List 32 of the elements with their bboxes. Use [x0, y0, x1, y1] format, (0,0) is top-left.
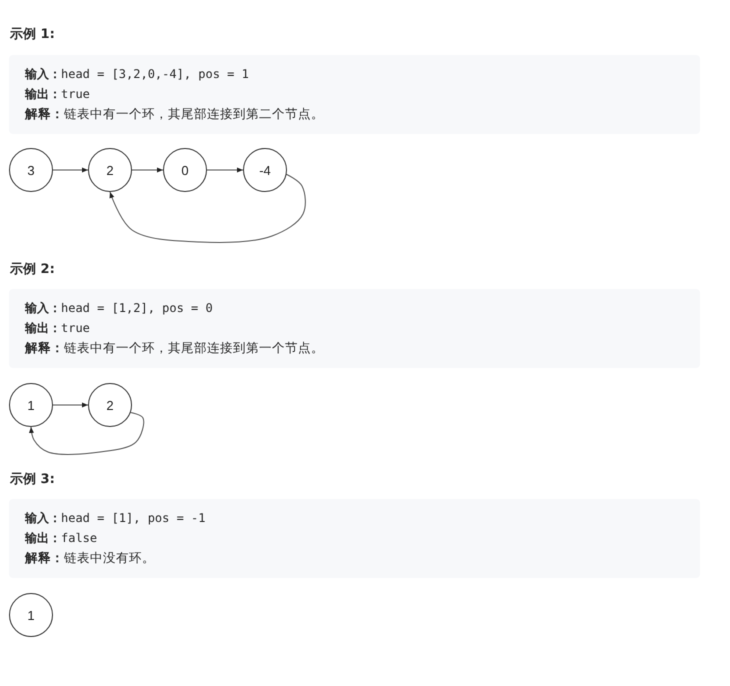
node-value: -4	[259, 162, 271, 178]
list-node-circle	[88, 148, 132, 192]
output-line: 输出：false	[25, 530, 98, 547]
arrow	[52, 402, 88, 408]
node-value: 2	[106, 162, 114, 178]
curved-arrow	[28, 412, 144, 455]
list-node-circle	[9, 148, 53, 192]
node-value: 3	[27, 162, 35, 178]
curved-arrow	[110, 174, 306, 243]
input-line: 输入：head = [1,2], pos = 0	[25, 300, 213, 317]
list-node-circle	[243, 148, 287, 192]
node-value: 0	[181, 162, 189, 178]
input-line: 输入：head = [3,2,0,-4], pos = 1	[25, 66, 249, 83]
arrow	[132, 168, 164, 172]
output-line: 输出：true	[25, 320, 90, 337]
list-node-circle	[163, 148, 207, 192]
node-value: 1	[27, 398, 35, 412]
list-node-circle	[88, 383, 132, 427]
list-node-circle	[9, 383, 53, 427]
node-value: 2	[106, 398, 114, 412]
example-heading: 示例 1:	[10, 26, 55, 44]
arrow	[52, 168, 88, 172]
explanation-line: 解释：链表中没有环。	[25, 549, 155, 567]
arrow	[206, 168, 244, 172]
node-value: 1	[27, 608, 35, 622]
explanation-line: 解释：链表中有一个环，其尾部连接到第一个节点。	[25, 339, 324, 357]
explanation-line: 解释：链表中有一个环，其尾部连接到第二个节点。	[25, 105, 324, 123]
input-line: 输入：head = [1], pos = -1	[25, 510, 206, 527]
example-heading: 示例 3:	[10, 471, 55, 489]
output-line: 输出：true	[25, 86, 90, 103]
example-heading: 示例 2:	[10, 261, 55, 279]
list-node-circle	[9, 593, 53, 637]
